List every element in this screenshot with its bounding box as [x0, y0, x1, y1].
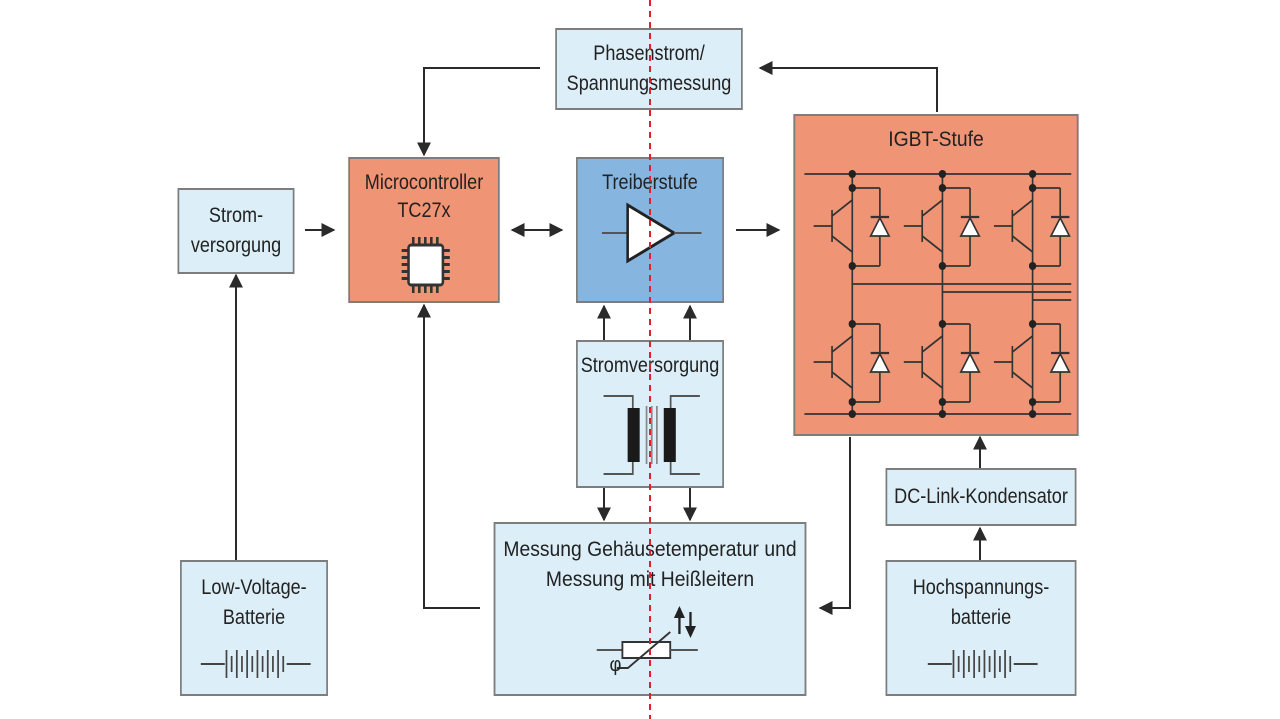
block-label-line1: Phasenstrom/: [593, 42, 705, 65]
high-voltage-battery-block: Hochspannungs- batterie: [885, 560, 1077, 696]
igbt-to-messung-arrow: [818, 437, 851, 615]
low-voltage-battery-block: Low-Voltage- Batterie: [180, 560, 328, 696]
block-title: IGBT-Stufe: [888, 128, 984, 151]
block-label-line1: Hochspannungs-: [912, 576, 1050, 599]
power-supply-block-isolated: Stromversorgung: [576, 340, 724, 488]
block-label-line2: Spannungsmessung: [566, 72, 732, 95]
transformer-icon: [603, 395, 700, 475]
block-label-line2: TC27x: [397, 199, 451, 222]
temperature-measurement-block: Messung Gehäusetemperatur und Messung mi…: [493, 522, 807, 696]
power-supply-block-left: Strom- versorgung: [177, 188, 295, 274]
block-title: Treiberstufe: [602, 171, 698, 194]
microcontroller-block: Microcontroller TC27x: [348, 157, 500, 303]
thermistor-icon: [596, 606, 698, 669]
driver-stage-block: Treiberstufe: [576, 157, 724, 303]
dc-link-capacitor-block: DC-Link-Kondensator: [885, 468, 1077, 526]
igbt-stage-block: IGBT-Stufe: [793, 114, 1079, 436]
igbt-to-phasenstrom-arrow: [758, 61, 938, 112]
battery-icon: [927, 650, 1038, 678]
chip-icon: [401, 237, 450, 293]
block-title: DC-Link-Kondensator: [894, 485, 1068, 508]
block-label-line1: Low-Voltage-: [201, 576, 307, 599]
battery-icon: [200, 650, 311, 678]
block-label-line1: Microcontroller: [364, 171, 484, 194]
amplifier-icon: [601, 202, 702, 264]
phase-current-measurement-block: Phasenstrom/ Spannungsmessung: [555, 28, 743, 110]
block-title: Stromversorgung: [580, 354, 720, 377]
messung-to-mcu-arrow: [417, 303, 480, 609]
block-label-line1: Strom-: [208, 204, 264, 227]
phasenstrom-to-mcu-arrow: [417, 67, 540, 157]
phi-label: φ: [609, 654, 622, 676]
block-label-line2: Messung mit Heißleitern: [545, 568, 755, 591]
igbt-switch-icon: [804, 170, 1072, 418]
block-label-line1: Messung Gehäusetemperatur und: [503, 538, 797, 561]
block-label-line2: Batterie: [222, 606, 286, 629]
block-label-line2: versorgung: [190, 234, 282, 257]
block-label-line2: batterie: [950, 606, 1012, 629]
